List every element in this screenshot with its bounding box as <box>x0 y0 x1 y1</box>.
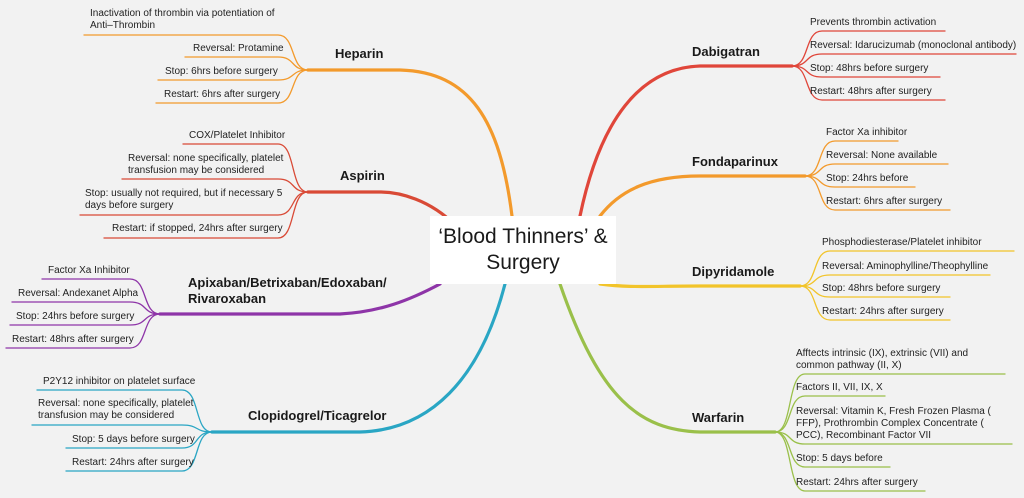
clopidogrel-leaf-connector <box>65 431 213 472</box>
dipyridamole-leaf-connector <box>799 274 991 287</box>
apixaban-leaf-connector <box>41 278 161 315</box>
heparin-item-stop: Stop: 6hrs before surgery <box>165 66 278 77</box>
dipyridamole-item-mechanism: Phosphodiesterase/Platelet inhibitor <box>822 237 982 248</box>
central-topic-title: ‘Blood Thinners’ & Surgery <box>438 225 608 274</box>
dipyridamole-item-reversal: Reversal: Aminophylline/Theophylline <box>822 261 989 272</box>
clopidogrel-item-stop: Stop: 5 days before surgery <box>72 434 195 445</box>
dipyridamole-leaf-connector <box>799 285 951 321</box>
central-topic: ‘Blood Thinners’ & Surgery <box>430 216 616 284</box>
warfarin-item-reversal: Reversal: Vitamin K, Fresh Frozen Plasma… <box>796 406 991 441</box>
apixaban-label: Apixaban/Betrixaban/Edoxaban/ Rivaroxaba… <box>188 275 387 306</box>
fondaparinux-item-reversal: Reversal: None available <box>826 150 938 161</box>
warfarin-item-stop: Stop: 5 days before <box>796 453 883 464</box>
apixaban-leaf-connector <box>5 313 161 349</box>
aspirin-leaf-connector <box>182 143 309 193</box>
dipyridamole-leaf-connector <box>799 250 1015 287</box>
apixaban-item-reversal: Reversal: Andexanet Alpha <box>18 288 139 299</box>
clopidogrel-label: Clopidogrel/Ticagrelor <box>248 408 387 423</box>
clopidogrel-leaf-connector <box>36 389 213 433</box>
aspirin-item-reversal: Reversal: none specifically, platelet tr… <box>128 153 284 176</box>
heparin-item-mechanism: Inactivation of thrombin via potentiatio… <box>90 8 275 31</box>
apixaban-item-mechanism: Factor Xa Inhibitor <box>48 265 130 276</box>
dabigatran-item-restart: Restart: 48hrs after surgery <box>810 86 932 97</box>
aspirin-item-stop: Stop: usually not required, but if neces… <box>85 188 283 211</box>
heparin-item-reversal: Reversal: Protamine <box>193 43 284 54</box>
apixaban-trunk <box>158 282 442 316</box>
fondaparinux-label: Fondaparinux <box>692 154 778 169</box>
clopidogrel-item-reversal: Reversal: none specifically, platelet tr… <box>38 398 194 421</box>
aspirin-leaf-connector <box>121 178 309 193</box>
fondaparinux-trunk <box>598 174 807 218</box>
dabigatran-label: Dabigatran <box>692 44 760 59</box>
fondaparinux-leaf-connector <box>804 175 951 211</box>
warfarin-leaf-connector <box>774 395 886 433</box>
warfarin-label: Warfarin <box>692 410 745 425</box>
clopidogrel-leaf-connector <box>31 424 213 433</box>
dabigatran-item-stop: Stop: 48hrs before surgery <box>810 63 929 74</box>
heparin-leaf-connector <box>83 34 309 71</box>
aspirin-item-mechanism: COX/Platelet Inhibitor <box>189 130 286 141</box>
fondaparinux-item-restart: Restart: 6hrs after surgery <box>826 196 943 207</box>
clopidogrel-item-mechanism: P2Y12 inhibitor on platelet surface <box>43 376 196 387</box>
clopidogrel-item-restart: Restart: 24hrs after surgery <box>72 457 194 468</box>
dabigatran-leaf-connector <box>791 53 1017 67</box>
warfarin-item-mechanism: Afftects intrinsic (IX), extrinsic (VII)… <box>796 348 969 371</box>
dipyridamole-item-restart: Restart: 24hrs after surgery <box>822 306 944 317</box>
fondaparinux-leaf-connector <box>804 163 949 177</box>
aspirin-label: Aspirin <box>340 168 385 183</box>
fondaparinux-item-stop: Stop: 24hrs before <box>826 173 909 184</box>
fondaparinux-leaf-connector <box>804 140 899 177</box>
warfarin-leaf-connector <box>774 431 926 492</box>
clopidogrel-trunk <box>210 282 507 434</box>
dabigatran-item-reversal: Reversal: Idarucizumab (monoclonal antib… <box>810 40 1017 51</box>
apixaban-leaf-connector <box>11 301 161 315</box>
warfarin-item-restart: Restart: 24hrs after surgery <box>796 477 918 488</box>
heparin-label: Heparin <box>335 46 384 61</box>
dabigatran-leaf-connector <box>791 30 946 67</box>
dabigatran-trunk <box>578 64 794 218</box>
dabigatran-leaf-connector <box>791 65 946 101</box>
dipyridamole-item-stop: Stop: 48hrs before surgery <box>822 283 941 294</box>
dabigatran-item-mechanism: Prevents thrombin activation <box>810 17 937 28</box>
heparin-item-restart: Restart: 6hrs after surgery <box>164 89 281 100</box>
warfarin-leaf-connector <box>774 373 1006 433</box>
aspirin-item-restart: Restart: if stopped, 24hrs after surgery <box>112 223 283 234</box>
aspirin-leaf-connector <box>103 191 309 239</box>
dipyridamole-trunk <box>598 282 802 289</box>
warfarin-leaf-connector <box>774 431 891 468</box>
heparin-trunk <box>306 68 514 218</box>
heparin-leaf-connector <box>184 56 309 71</box>
warfarin-item-factors: Factors II, VII, IX, X <box>796 382 883 393</box>
dipyridamole-label: Dipyridamole <box>692 264 775 279</box>
heparin-leaf-connector <box>155 69 309 104</box>
warfarin-trunk <box>558 282 777 434</box>
apixaban-item-restart: Restart: 48hrs after surgery <box>12 334 134 345</box>
fondaparinux-item-mechanism: Factor Xa inhibitor <box>826 127 908 138</box>
apixaban-item-stop: Stop: 24hrs before surgery <box>16 311 135 322</box>
